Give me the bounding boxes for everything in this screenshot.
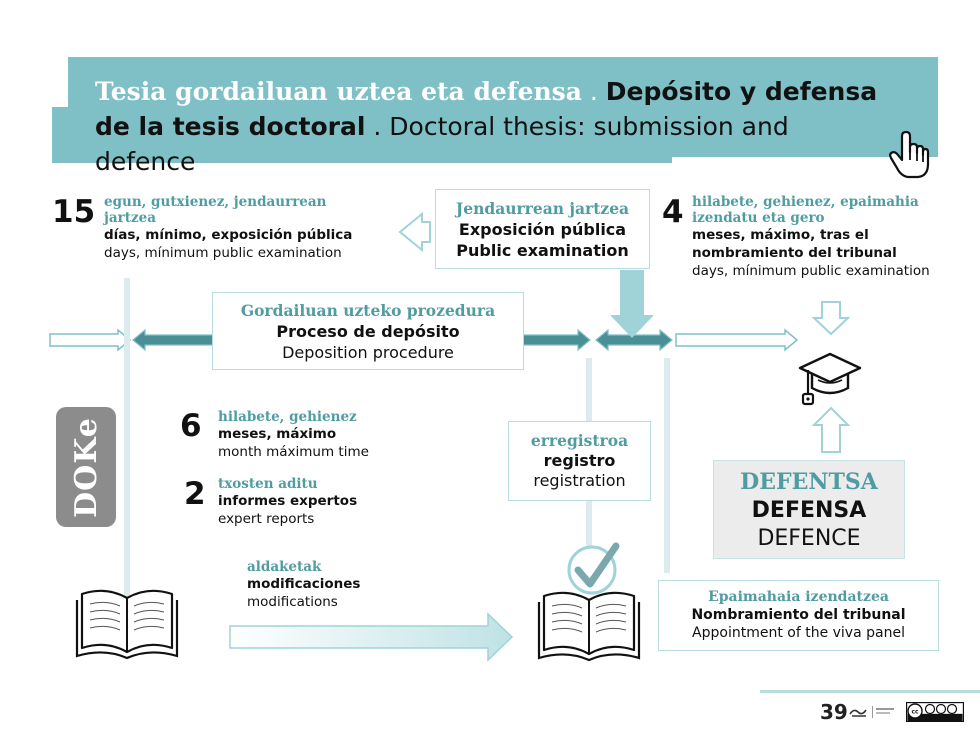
title-accent: [0, 57, 68, 107]
public-exam-days: egun, gutxienez, jendaurrean jartzea día…: [104, 194, 353, 261]
title-band: [52, 57, 938, 163]
max-months: hilabete, gehienez meses, máximo month m…: [218, 409, 369, 460]
public-exam-box: Jendaurrean jartzea Exposición pública P…: [435, 189, 650, 269]
months-number: 4: [662, 194, 684, 230]
page-title: Tesia gordailuan uztea eta defensa . Dep…: [95, 77, 878, 176]
title-spanish-1: Depósito y defensa: [605, 77, 878, 106]
doke-badge-bg: [56, 407, 116, 527]
doke-badge[interactable]: DOKe: [68, 416, 104, 518]
hand-pointer-icon[interactable]: [888, 130, 930, 180]
title-band-notch: [672, 157, 938, 163]
page-number: 39: [820, 700, 848, 724]
tribunal-months: hilabete, gehienez, epaimahia izendatu e…: [692, 194, 930, 279]
university-logo-icon: [849, 706, 894, 718]
max-months-number: 6: [180, 408, 202, 444]
expert-reports: txosten aditu informes expertos expert r…: [218, 476, 358, 527]
graduation-cap-icon: [798, 352, 862, 406]
days-number: 15: [52, 194, 96, 230]
registration-box: erregistroa registro registration: [508, 421, 651, 501]
open-book-icon: [75, 589, 179, 660]
panel-appointment-box: Epaimahaia izendatzea Nombramiento del t…: [658, 580, 939, 651]
title-basque: Tesia gordailuan uztea eta defensa: [95, 77, 582, 106]
checkmark-icon: [567, 542, 620, 595]
svg-text:cc: cc: [911, 709, 919, 716]
cc-license-icon[interactable]: cc: [906, 702, 964, 722]
modifications: aldaketak modificaciones modifications: [247, 559, 361, 610]
open-book-icon: [537, 591, 641, 662]
title-spanish-2: de la tesis doctoral: [95, 112, 366, 141]
title-english: Doctoral thesis: submission and defence: [95, 112, 789, 176]
reports-number: 2: [184, 476, 206, 512]
footer-line: [760, 690, 980, 693]
defence-box: DEFENTSA DEFENSA DEFENCE: [713, 460, 905, 559]
deposit-procedure-box: Gordailuan uzteko prozedura Proceso de d…: [212, 292, 524, 370]
